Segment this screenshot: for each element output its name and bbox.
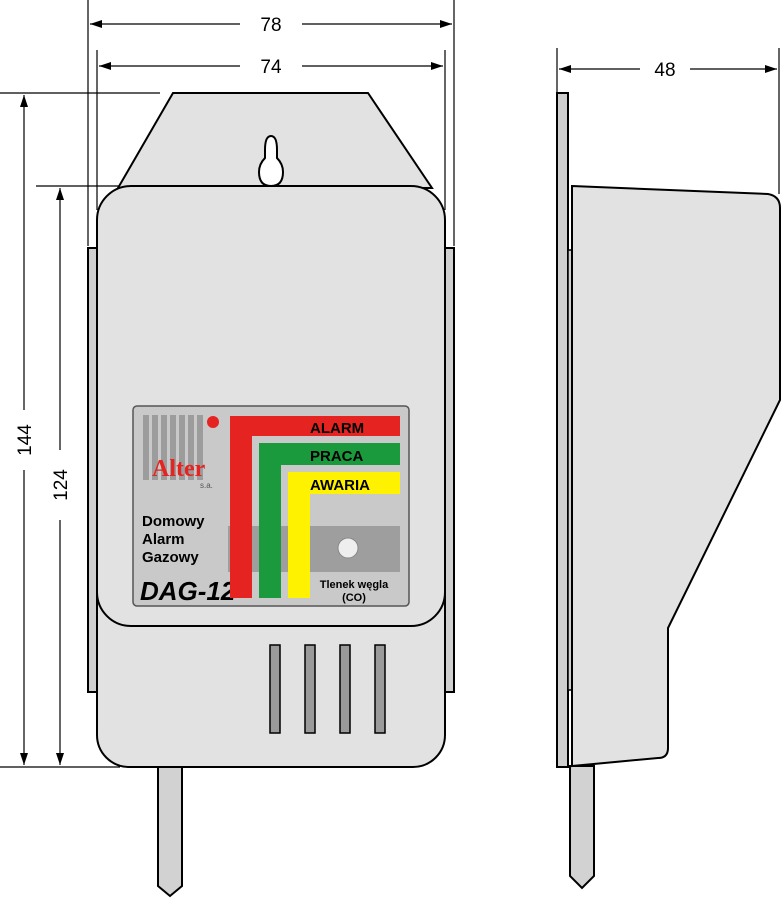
alarm-stripe: [230, 416, 400, 598]
awaria-stripe: [288, 472, 400, 598]
brand-sub: s.a.: [200, 481, 213, 490]
sensor-window: [228, 526, 400, 572]
sensor-label-line-1: Tlenek węgla: [320, 579, 389, 591]
cable: [157, 765, 183, 898]
label-panel: Alter s.a. Domowy Alarm Gazowy DAG-12 AL…: [132, 405, 410, 607]
label-line-1: Domowy: [142, 513, 205, 530]
sensor-label-line-2: (CO): [342, 592, 366, 604]
label-line-2: Alarm: [142, 531, 185, 548]
dimension-depth: 48: [654, 60, 675, 81]
label-line-3: Gazowy: [142, 549, 199, 566]
vent-slot: [339, 644, 351, 734]
logo-bars-icon: [143, 415, 203, 480]
dimension-lines: [0, 0, 780, 768]
vent-slot: [304, 644, 316, 734]
brand-logo: Alter: [152, 456, 206, 482]
vent-slot: [269, 644, 281, 734]
dimension-outer-width: 78: [260, 15, 281, 36]
dimension-total-height: 144: [15, 424, 36, 456]
indicator-label-awaria: AWARIA: [310, 477, 370, 494]
model-name: DAG-12: [140, 576, 236, 606]
sensor-led-icon: [337, 537, 359, 559]
dimension-inner-width: 74: [260, 57, 282, 78]
logo-dot-icon: [207, 416, 219, 428]
side-back-plate: [556, 92, 569, 768]
praca-stripe: [259, 443, 400, 598]
dimension-body-height: 124: [51, 469, 72, 501]
side-view: [556, 92, 781, 890]
side-cable: [569, 765, 595, 890]
indicator-label-alarm: ALARM: [310, 420, 364, 437]
side-housing: [571, 184, 781, 768]
front-view: Alter s.a. Domowy Alarm Gazowy DAG-12 AL…: [87, 92, 455, 898]
indicator-label-praca: PRACA: [310, 448, 364, 465]
keyhole-icon: [257, 134, 285, 188]
vent-slot: [374, 644, 386, 734]
